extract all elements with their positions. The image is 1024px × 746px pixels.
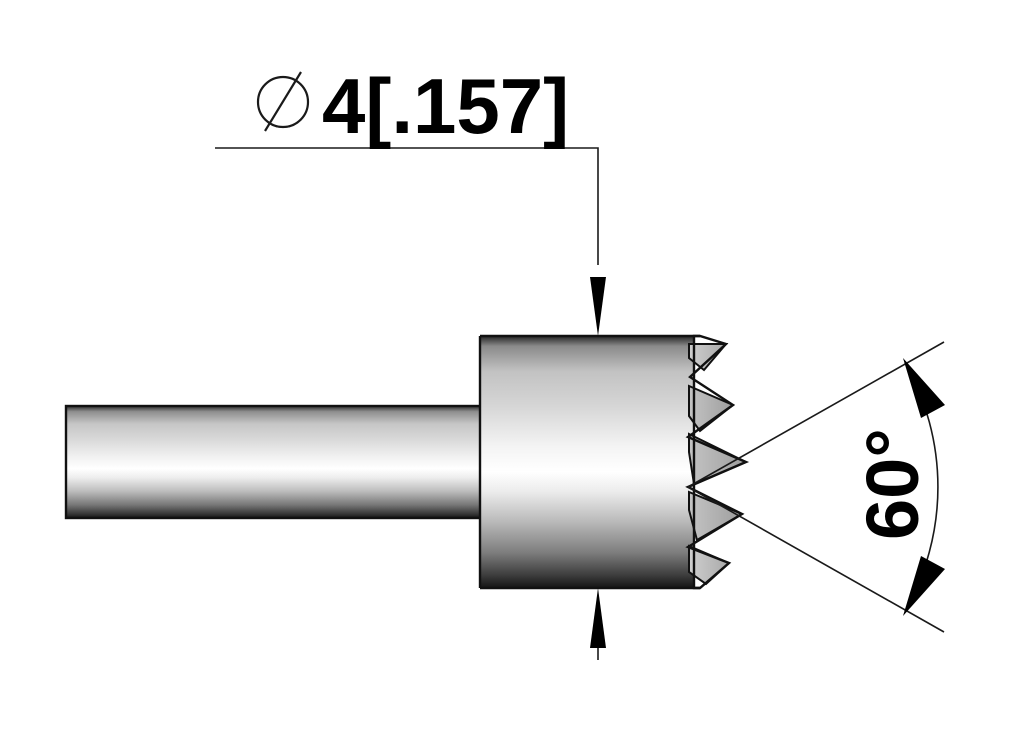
- cutter-head-body: [480, 336, 694, 588]
- angle-dimension: 60°: [687, 341, 945, 633]
- diameter-symbol-slash: [264, 71, 302, 132]
- tooth-facet-2: [688, 384, 735, 433]
- tooth-facet-4: [688, 490, 745, 542]
- angle-value-text: 60°: [851, 428, 934, 540]
- angle-leg-lower: [687, 486, 945, 633]
- sawtooth-profile: [685, 334, 750, 590]
- tooth-facet-1: [688, 343, 729, 372]
- angle-arrow-upper: [903, 358, 945, 418]
- diameter-value-text: 4[.157]: [322, 62, 569, 150]
- shank-body: [64, 404, 484, 520]
- diameter-symbol: [256, 71, 310, 132]
- saw-teeth: [685, 334, 750, 590]
- diameter-leader-line: [215, 147, 599, 265]
- angle-leg-upper: [687, 341, 945, 488]
- head-outline: [478, 334, 700, 590]
- diameter-arrow-top: [590, 277, 606, 336]
- head-body-fill: [480, 336, 694, 588]
- cylindrical-shank: [64, 404, 484, 520]
- diameter-arrow-bottom: [590, 588, 606, 648]
- angle-arrow-lower: [903, 556, 945, 616]
- diameter-dimension: 4[.157]: [215, 62, 606, 660]
- diameter-symbol-circle: [256, 75, 310, 129]
